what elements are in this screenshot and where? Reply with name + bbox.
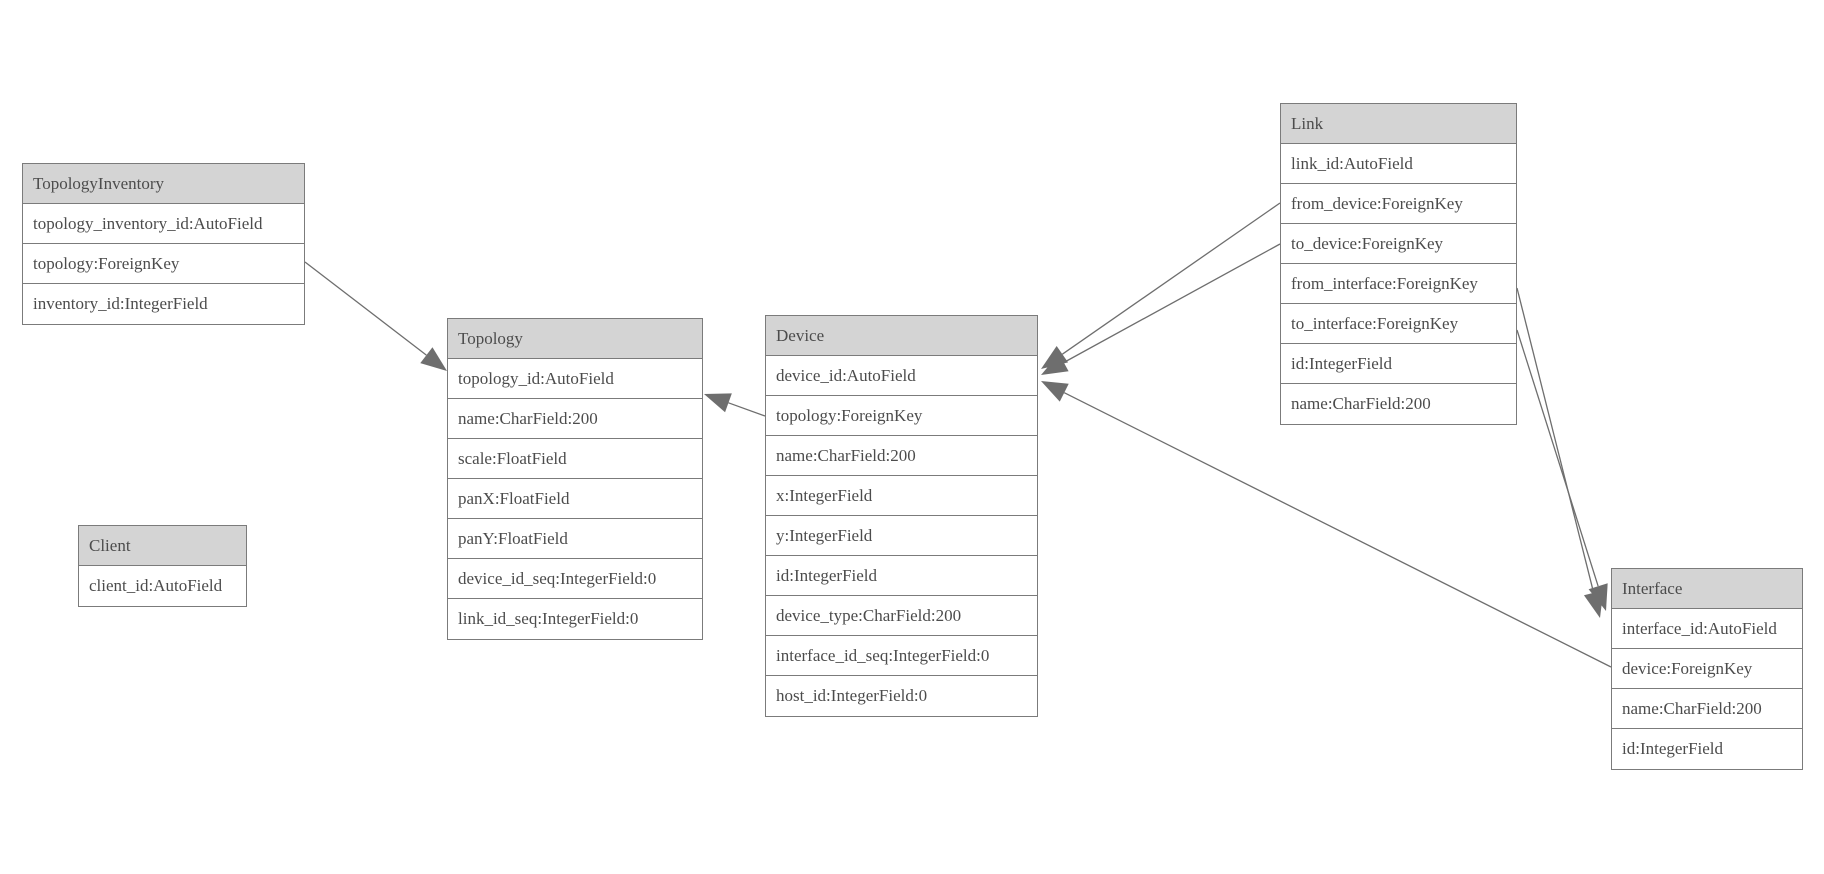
entity-field-link-2: to_device:ForeignKey bbox=[1281, 224, 1516, 264]
entity-field-topology-6: link_id_seq:IntegerField:0 bbox=[448, 599, 702, 639]
relationship-line-device-topology bbox=[728, 402, 766, 417]
entity-field-device-2: name:CharField:200 bbox=[766, 436, 1037, 476]
entity-field-topology-inventory-2: inventory_id:IntegerField bbox=[23, 284, 304, 324]
entity-field-device-3: x:IntegerField bbox=[766, 476, 1037, 516]
entity-field-interface-2: name:CharField:200 bbox=[1612, 689, 1802, 729]
entity-field-link-0: link_id:AutoField bbox=[1281, 144, 1516, 184]
entity-field-device-6: device_type:CharField:200 bbox=[766, 596, 1037, 636]
relationship-arrowhead-link-tointerface-interface bbox=[1588, 583, 1608, 611]
entity-title-topology: Topology bbox=[448, 319, 702, 359]
entity-title-link: Link bbox=[1281, 104, 1516, 144]
entity-field-client-0: client_id:AutoField bbox=[79, 566, 246, 606]
entity-field-device-7: interface_id_seq:IntegerField:0 bbox=[766, 636, 1037, 676]
relationship-line-interface-device bbox=[1063, 392, 1612, 668]
entity-field-device-1: topology:ForeignKey bbox=[766, 396, 1037, 436]
entity-field-interface-3: id:IntegerField bbox=[1612, 729, 1802, 769]
entity-title-topology-inventory: TopologyInventory bbox=[23, 164, 304, 204]
entity-field-topology-0: topology_id:AutoField bbox=[448, 359, 702, 399]
entity-title-client: Client bbox=[79, 526, 246, 566]
entity-field-topology-2: scale:FloatField bbox=[448, 439, 702, 479]
entity-field-device-4: y:IntegerField bbox=[766, 516, 1037, 556]
entity-field-topology-1: name:CharField:200 bbox=[448, 399, 702, 439]
entity-field-device-0: device_id:AutoField bbox=[766, 356, 1037, 396]
relationship-arrowhead-interface-device bbox=[1041, 381, 1069, 402]
entity-field-link-5: id:IntegerField bbox=[1281, 344, 1516, 384]
relationship-arrowhead-topologyinventory-topology bbox=[420, 347, 447, 371]
entity-field-topology-3: panX:FloatField bbox=[448, 479, 702, 519]
relationship-line-link-tointerface-interface bbox=[1516, 329, 1599, 587]
entity-field-topology-inventory-0: topology_inventory_id:AutoField bbox=[23, 204, 304, 244]
entity-field-link-6: name:CharField:200 bbox=[1281, 384, 1516, 424]
entity-field-link-1: from_device:ForeignKey bbox=[1281, 184, 1516, 224]
entity-field-link-3: from_interface:ForeignKey bbox=[1281, 264, 1516, 304]
entity-field-device-5: id:IntegerField bbox=[766, 556, 1037, 596]
entity-title-device: Device bbox=[766, 316, 1037, 356]
entity-field-topology-4: panY:FloatField bbox=[448, 519, 702, 559]
entity-field-interface-1: device:ForeignKey bbox=[1612, 649, 1802, 689]
entity-field-interface-0: interface_id:AutoField bbox=[1612, 609, 1802, 649]
relationship-arrowhead-link-todevice-device bbox=[1041, 353, 1069, 375]
relationship-line-link-todevice-device bbox=[1063, 243, 1281, 364]
relationship-line-link-fromdevice-device bbox=[1061, 202, 1281, 355]
relationship-arrowhead-device-topology bbox=[704, 393, 732, 413]
entity-field-device-8: host_id:IntegerField:0 bbox=[766, 676, 1037, 716]
relationship-line-link-frominterface-interface bbox=[1516, 287, 1595, 593]
entity-title-interface: Interface bbox=[1612, 569, 1802, 609]
entity-field-link-4: to_interface:ForeignKey bbox=[1281, 304, 1516, 344]
relationship-line-topologyinventory-topology bbox=[304, 261, 427, 356]
entity-field-topology-inventory-1: topology:ForeignKey bbox=[23, 244, 304, 284]
entity-field-topology-5: device_id_seq:IntegerField:0 bbox=[448, 559, 702, 599]
